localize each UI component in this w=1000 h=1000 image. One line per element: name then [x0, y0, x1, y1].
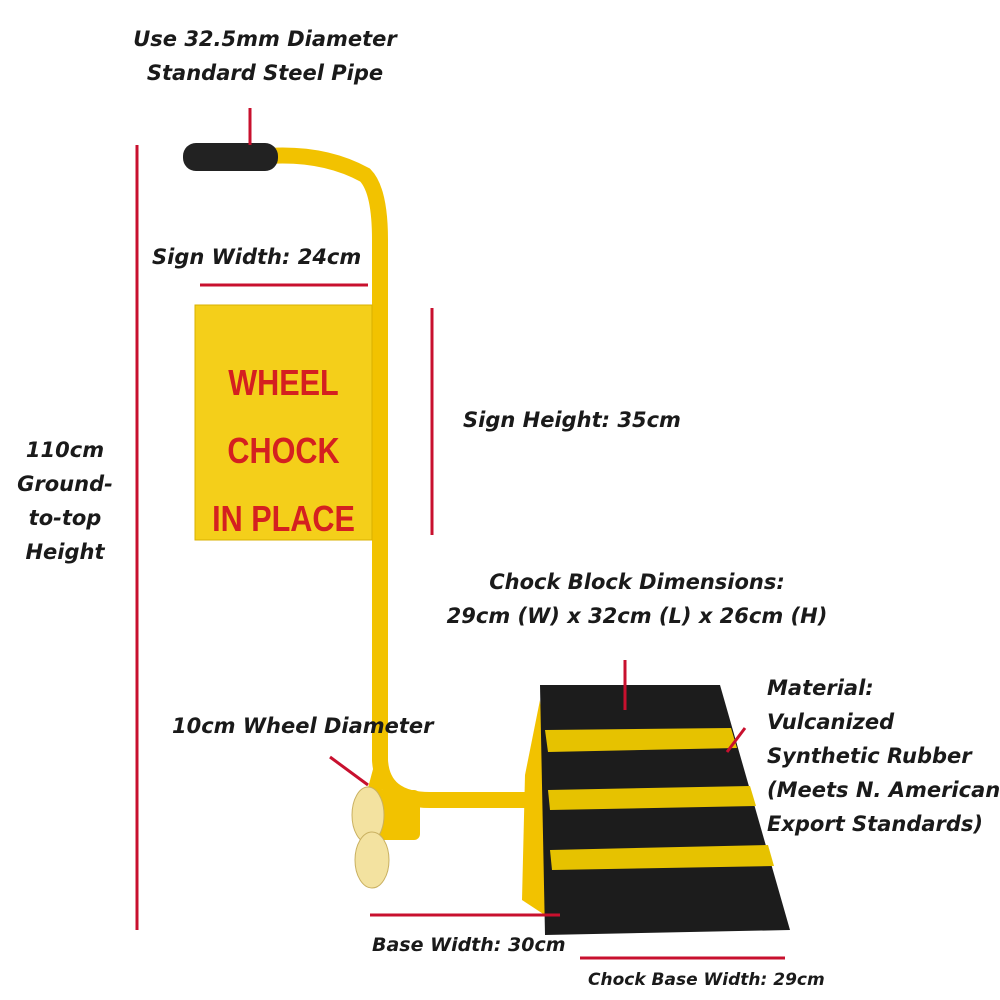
- sign-board: [194, 304, 373, 541]
- height-annotation: 110cm Ground- to-top Height: [5, 433, 125, 569]
- chock-block-line: 29cm (W) x 32cm (L) x 26cm (H): [446, 604, 828, 628]
- material-annotation: Material: Vulcanized Synthetic Rubber (M…: [767, 671, 1000, 841]
- sign-line: CHOCK: [227, 430, 340, 471]
- pipe-annotation: Use 32.5mm Diameter Standard Steel Pipe: [115, 22, 415, 90]
- material-line: Synthetic Rubber: [767, 744, 972, 768]
- chock-block-line: Chock Block Dimensions:: [489, 570, 785, 594]
- sign-height-annotation: Sign Height: 35cm: [463, 408, 681, 432]
- chock-stripe: [550, 845, 774, 870]
- wheel-annotation: 10cm Wheel Diameter: [172, 714, 434, 738]
- chock-block-annotation: Chock Block Dimensions: 29cm (W) x 32cm …: [437, 565, 837, 633]
- material-line: Export Standards): [767, 812, 984, 836]
- dimension-lines: [135, 108, 785, 960]
- sign-line: WHEEL: [228, 362, 339, 403]
- material-line: (Meets N. American: [767, 778, 1000, 802]
- chock-base-width-annotation: Chock Base Width: 29cm: [588, 970, 825, 990]
- pipe-line: Use 32.5mm Diameter: [133, 27, 397, 51]
- height-line: Ground-: [17, 472, 113, 496]
- sign-width-annotation: Sign Width: 24cm: [152, 245, 362, 269]
- material-line: Vulcanized: [767, 710, 895, 734]
- chock-stripe: [545, 728, 737, 752]
- material-line: Material:: [767, 676, 874, 700]
- sign-text: WHEEL CHOCK IN PLACE: [208, 349, 358, 553]
- sign-line: IN PLACE: [212, 498, 355, 539]
- height-line: to-top: [28, 506, 102, 530]
- chock-block: [540, 685, 790, 935]
- handle-grip: [183, 143, 278, 171]
- height-line: Height: [25, 540, 105, 564]
- wheel-icon: [354, 831, 390, 889]
- chock-stripe: [548, 786, 756, 810]
- base-width-annotation: Base Width: 30cm: [372, 934, 566, 956]
- pipe-line: Standard Steel Pipe: [146, 61, 384, 85]
- height-line: 110cm: [25, 438, 105, 462]
